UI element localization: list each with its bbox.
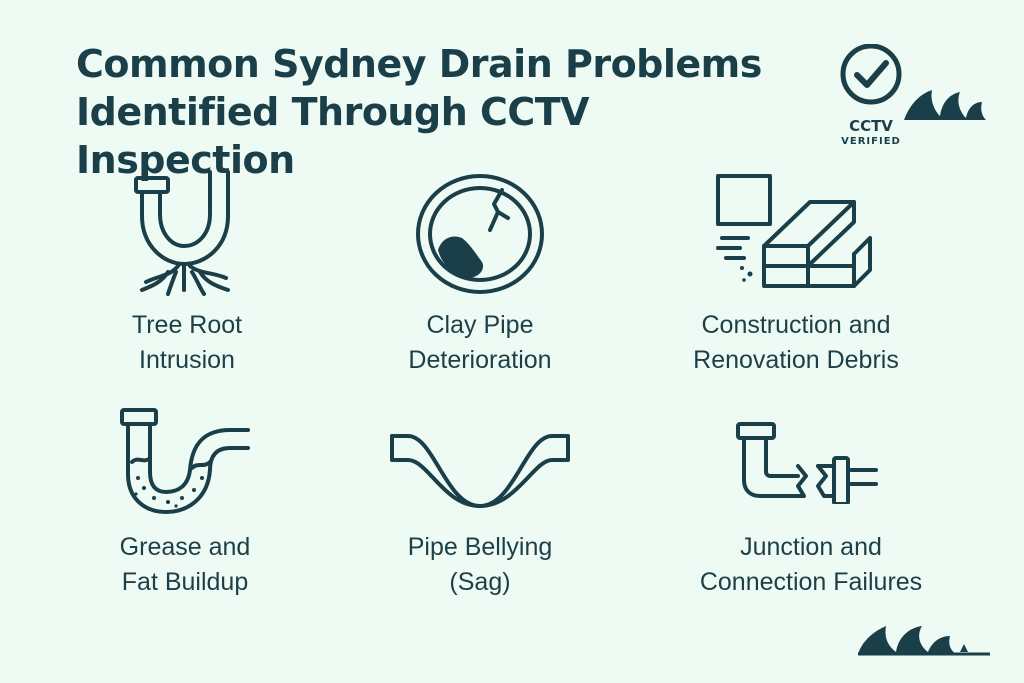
opera-house-skyline-icon — [858, 626, 990, 656]
bricks-debris-icon — [716, 174, 872, 288]
cracked-pipe-icon — [416, 174, 544, 294]
grease-trap-pipe-icon — [120, 408, 250, 514]
tree-root-pipe-icon — [134, 170, 230, 296]
checkmark-circle-icon — [840, 44, 902, 105]
title-line-2: Identified Through CCTV Inspection — [76, 90, 590, 182]
opera-house-icon — [904, 90, 986, 120]
badge-label-verified: VERIFIED — [841, 136, 901, 147]
cctv-verified-badge — [840, 44, 986, 120]
badge-label-cctv: CCTV — [849, 117, 893, 135]
title-line-1: Common Sydney Drain Problems — [76, 42, 762, 86]
problem-label-debris: Construction and Renovation Debris — [693, 311, 899, 374]
problem-label-grease: Grease and Fat Buildup — [119, 533, 251, 596]
sagging-pipe-icon — [390, 434, 570, 508]
page-title: Common Sydney Drain Problems Identified … — [76, 40, 816, 184]
problem-label-junction: Junction and Connection Failures — [699, 533, 923, 596]
problem-label-sag: Pipe Bellying (Sag) — [407, 533, 553, 596]
problem-label-clay-pipe: Clay Pipe Deterioration — [408, 311, 552, 374]
broken-junction-icon — [736, 422, 878, 504]
problem-label-tree-root: Tree Root Intrusion — [131, 311, 243, 374]
